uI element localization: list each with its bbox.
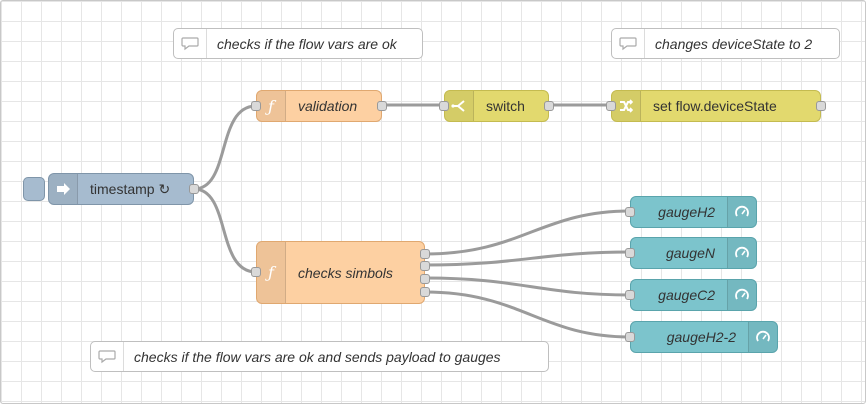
speech-bubble-icon	[91, 342, 124, 371]
output-port-1[interactable]	[420, 249, 430, 259]
output-port[interactable]	[544, 101, 554, 111]
change-node[interactable]: set flow.deviceState	[611, 90, 821, 122]
inject-button[interactable]	[23, 177, 45, 201]
switch-node[interactable]: switch	[444, 90, 549, 122]
comment-label: changes deviceState to 2	[655, 35, 813, 52]
output-port[interactable]	[816, 101, 826, 111]
input-port[interactable]	[625, 248, 635, 258]
input-port[interactable]	[251, 101, 261, 111]
output-port[interactable]	[189, 184, 199, 194]
comment-label: checks if the flow vars are ok and sends…	[134, 348, 501, 365]
comment-gauges[interactable]: checks if the flow vars are ok and sends…	[90, 341, 549, 372]
gauge-dial-icon	[727, 197, 756, 227]
comment-label: checks if the flow vars are ok	[217, 35, 397, 52]
wire-checks-gaugeC2[interactable]	[424, 276, 631, 297]
input-port[interactable]	[606, 101, 616, 111]
wire-checks-gaugeH2[interactable]	[424, 209, 631, 256]
gauge-dial-icon	[748, 322, 777, 352]
input-port[interactable]	[439, 101, 449, 111]
gauge-node-n[interactable]: gaugeN	[630, 237, 757, 269]
output-port-2[interactable]	[420, 261, 430, 271]
gauge-node-c2[interactable]: gaugeC2	[630, 279, 757, 311]
comment-device-state[interactable]: changes deviceState to 2	[611, 28, 840, 59]
input-port[interactable]	[625, 207, 635, 217]
node-label: gaugeH2-2	[666, 329, 736, 345]
change-icon	[612, 91, 641, 121]
wire-checks-gaugeH2-2[interactable]	[424, 290, 631, 339]
speech-bubble-icon	[612, 29, 645, 58]
switch-icon	[445, 91, 474, 121]
gauge-dial-icon	[727, 280, 756, 310]
validation-node[interactable]: ƒ validation	[256, 90, 382, 122]
node-label: gaugeC2	[658, 287, 715, 303]
comment-flow-vars[interactable]: checks if the flow vars are ok	[173, 28, 423, 59]
checks-simbols-node[interactable]: ƒ checks simbols	[256, 241, 425, 304]
output-port[interactable]	[377, 101, 387, 111]
wire-checks-gaugeN[interactable]	[424, 250, 631, 267]
node-label: validation	[298, 98, 358, 114]
node-label: gaugeH2	[658, 204, 715, 220]
input-port[interactable]	[251, 267, 261, 277]
speech-bubble-icon	[174, 29, 207, 58]
input-port[interactable]	[625, 290, 635, 300]
output-port-3[interactable]	[420, 274, 430, 284]
function-icon: ƒ	[257, 242, 286, 303]
node-label: switch	[486, 98, 525, 114]
inject-arrow-icon	[49, 174, 78, 204]
wire-inject-checks[interactable]	[193, 187, 257, 274]
output-port-4[interactable]	[420, 287, 430, 297]
gauge-dial-icon	[727, 238, 756, 268]
node-label: timestamp ↻	[90, 180, 171, 197]
input-port[interactable]	[625, 332, 635, 342]
gauge-node-h2-2[interactable]: gaugeH2-2	[630, 321, 778, 353]
wire-inject-validation[interactable]	[193, 104, 257, 191]
function-icon: ƒ	[257, 91, 286, 121]
node-label: checks simbols	[298, 264, 393, 281]
gauge-node-h2[interactable]: gaugeH2	[630, 196, 757, 228]
timestamp-inject-node[interactable]: timestamp ↻	[48, 173, 194, 205]
node-label: set flow.deviceState	[653, 98, 777, 114]
node-label: gaugeN	[665, 245, 715, 261]
